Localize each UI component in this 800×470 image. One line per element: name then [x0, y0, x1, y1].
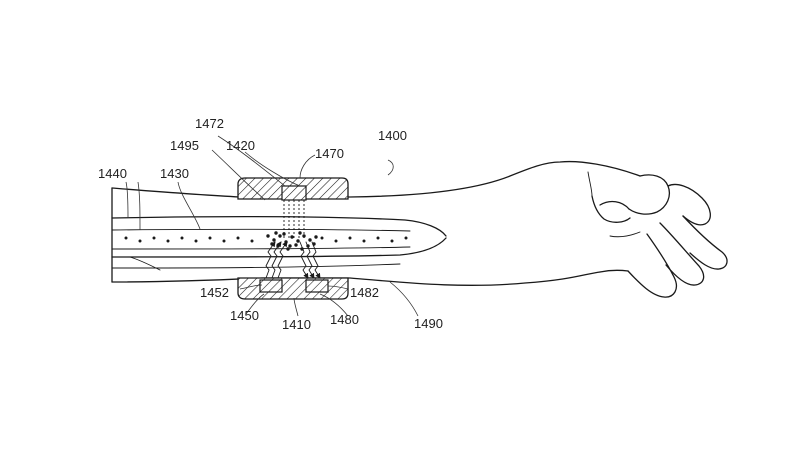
label-1450: 1450 — [230, 308, 259, 323]
particle-dot — [152, 236, 156, 240]
particle-dot — [362, 239, 366, 243]
label-1495: 1495 — [170, 138, 199, 153]
label-1482: 1482 — [350, 285, 379, 300]
label-1490: 1490 — [414, 316, 443, 331]
bottom-housing — [237, 277, 349, 300]
arm-internal-structure — [111, 216, 447, 271]
particle-dot — [208, 236, 212, 240]
particle-dot — [404, 236, 408, 240]
particle-dot — [286, 247, 290, 251]
arm-outline — [111, 160, 641, 286]
label-1430: 1430 — [160, 166, 189, 181]
label-1400: 1400 — [378, 128, 407, 143]
leader-lines — [125, 135, 419, 317]
particle-dot — [294, 243, 298, 247]
particle-dot — [274, 231, 278, 235]
particle-dot — [166, 239, 170, 243]
particle-dot — [390, 239, 394, 243]
label-1410: 1410 — [282, 317, 311, 332]
particle-dot — [180, 236, 184, 240]
label-1480: 1480 — [330, 312, 359, 327]
particle-dot — [124, 236, 128, 240]
particle-dot — [138, 239, 142, 243]
particle-dot — [272, 238, 276, 242]
light-rays — [283, 200, 305, 240]
label-1440: 1440 — [98, 166, 127, 181]
particle-dot — [250, 239, 254, 243]
particle-dot — [348, 236, 352, 240]
particle-dot — [278, 234, 282, 238]
top-housing — [237, 177, 349, 201]
label-1470: 1470 — [315, 146, 344, 161]
signal-arrows — [265, 241, 321, 279]
particle-dot — [266, 234, 270, 238]
particle-dot — [288, 244, 292, 248]
particle-dot — [290, 235, 294, 239]
particle-dot — [222, 239, 226, 243]
particle-dot — [296, 239, 300, 243]
label-1472: 1472 — [195, 116, 224, 131]
label-1452: 1452 — [200, 285, 229, 300]
particle-dot — [334, 239, 338, 243]
particle-dot — [194, 239, 198, 243]
hand-outline — [587, 171, 728, 298]
label-1420: 1420 — [226, 138, 255, 153]
particle-dot — [376, 236, 380, 240]
particle-dot — [314, 235, 318, 239]
particle-dot — [320, 236, 324, 240]
particle-dot — [308, 238, 312, 242]
particle-dots — [124, 231, 408, 251]
particle-dot — [236, 236, 240, 240]
reference-labels: 1400 1472 1420 1495 1470 1440 1430 1452 … — [98, 116, 443, 332]
